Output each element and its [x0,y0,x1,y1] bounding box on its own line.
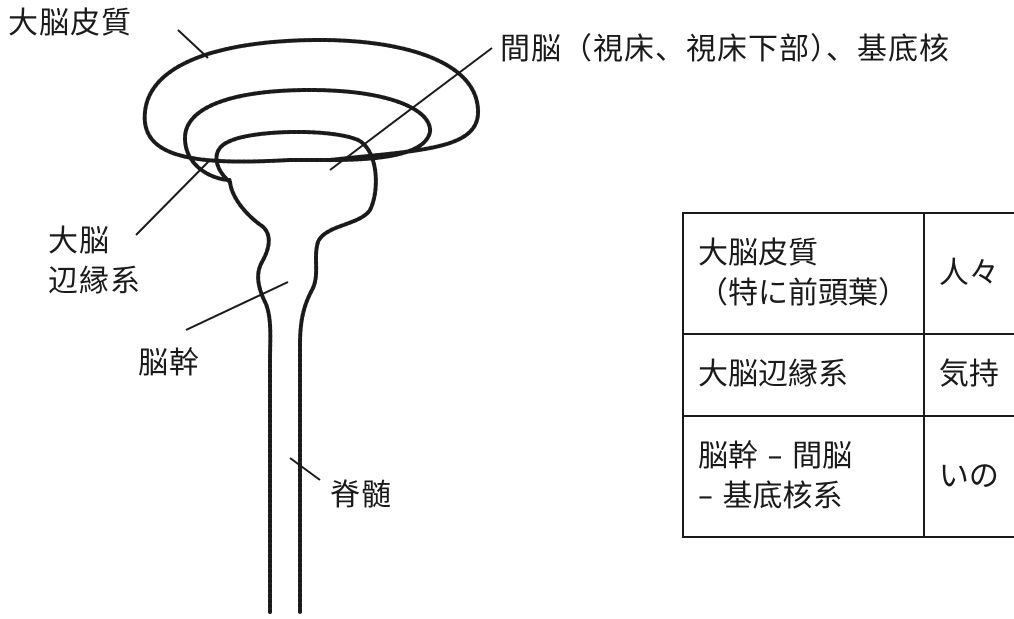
table-cell-description: 人々 [922,212,1014,335]
table-row: 脳幹 – 間脳 – 基底核系 いの [682,415,1014,538]
leader-spinal-cord [289,457,321,481]
label-spinal-cord: 脊髄 [330,478,392,513]
label-limbic-line2: 辺縁系 [48,264,141,299]
table-row: 大脳辺縁系 気持 [682,333,1014,417]
leader-limbic [135,159,211,236]
limbic-system-shape [182,87,433,182]
leader-diencephalon [329,47,493,171]
label-cerebral-cortex: 大脳皮質 [8,6,132,41]
table-cell-description: いの [922,415,1014,538]
table-cell-region: 大脳皮質 （特に前頭葉） [682,212,925,335]
table-cell-region: 脳幹 – 間脳 – 基底核系 [682,415,925,538]
diencephalon-brainstem-shape [214,130,378,614]
table-row: 大脳皮質 （特に前頭葉） 人々 [682,212,1014,335]
cerebral-cortex-shape [142,37,481,164]
label-limbic-line1: 大脳 [48,224,110,259]
label-brainstem: 脳幹 [138,346,200,381]
label-diencephalon: 間脳（視床、視床下部）、基底核 [500,32,950,67]
leader-cerebral-cortex [177,29,209,59]
leader-brainstem [185,281,289,331]
brain-function-table: 大脳皮質 （特に前頭葉） 人々 大脳辺縁系 気持 脳幹 – 間脳 – 基底核系 … [682,212,1014,562]
table-cell-region: 大脳辺縁系 [682,333,925,417]
table-cell-description: 気持 [922,333,1014,417]
